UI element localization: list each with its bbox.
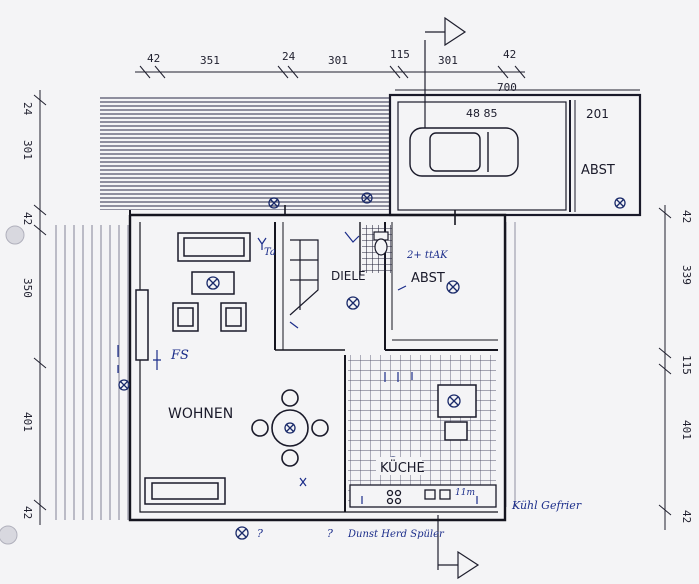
room-label-abst: ABST: [411, 271, 445, 286]
kitchen-counter: [349, 484, 497, 508]
dim-top-2: 351: [200, 54, 220, 67]
annotation-question-1: ?: [257, 527, 263, 540]
light-symbols: [118, 192, 626, 540]
dim-right-5: 42: [680, 510, 693, 523]
dim-top-7: 42: [503, 48, 516, 61]
side-strip-hatch: [500, 222, 520, 507]
garage: [388, 93, 642, 217]
dimension-chain-right: [658, 205, 672, 530]
staircase: [289, 239, 319, 316]
dim-right-1: 42: [680, 210, 693, 223]
dimension-chain-top: [135, 65, 640, 91]
terrace-hatch-left: [55, 225, 130, 520]
dimension-labels-top: 42 351 24 301 115 301 42 700: [147, 48, 517, 94]
kuche-label-bg: [376, 457, 422, 475]
room-label-diele: DIELE: [331, 269, 366, 283]
pen-marks: [117, 231, 478, 504]
dim-left-2: 301: [21, 140, 34, 160]
dimension-labels-right: 42 339 115 401 42: [680, 210, 693, 523]
section-marker-top: [424, 16, 467, 130]
annotation-question-2: ?: [327, 527, 333, 540]
car-icon: [409, 127, 519, 177]
dim-top-5: 115: [390, 48, 410, 61]
dim-left-3: 42: [21, 212, 34, 225]
dim-top-4: 301: [328, 54, 348, 67]
dim-top-total: 700: [497, 81, 517, 94]
dim-top-1: 42: [147, 52, 160, 65]
section-marker-bottom: [437, 515, 480, 580]
garage-storage-label: ABST: [581, 163, 615, 178]
living-furniture: [135, 232, 251, 505]
dim-left-1: 24: [21, 102, 34, 116]
kitchen-tiles: [348, 355, 496, 505]
dim-right-2: 339: [680, 265, 693, 285]
annotation-11m: 11m: [455, 488, 475, 498]
annotation-ttak: 2+ ttAK: [406, 250, 448, 261]
garage-area-label: 48 85: [466, 107, 498, 120]
annotation-fs: FS: [170, 348, 189, 363]
dim-right-3: 115: [680, 355, 693, 375]
garage-side-number: 201: [586, 107, 609, 121]
room-label-kuche: KÜCHE: [380, 459, 425, 476]
dim-left-6: 42: [21, 506, 34, 519]
dim-right-4: 401: [680, 420, 693, 440]
dimension-labels-left: 24 301 42 350 401 42: [21, 102, 34, 519]
annotation-kuhl-gefrier: Kühl Gefrier: [511, 499, 582, 512]
annotation-dunst-herd-spuler: Dunst Herd Spüler: [347, 529, 445, 540]
dim-left-4: 350: [21, 278, 34, 298]
terrace-hatch-top: [100, 95, 390, 210]
room-label-wohnen: WOHNEN: [168, 406, 233, 422]
binder-holes: [0, 225, 25, 545]
toilet-icon: [373, 231, 389, 256]
dim-top-6: 301: [438, 54, 458, 67]
kitchen-island: [437, 384, 477, 441]
dim-top-3: 24: [282, 50, 296, 63]
annotation-ta: Ta: [264, 247, 276, 258]
dimension-chain-left: [33, 90, 47, 525]
dim-left-5: 401: [21, 412, 34, 432]
